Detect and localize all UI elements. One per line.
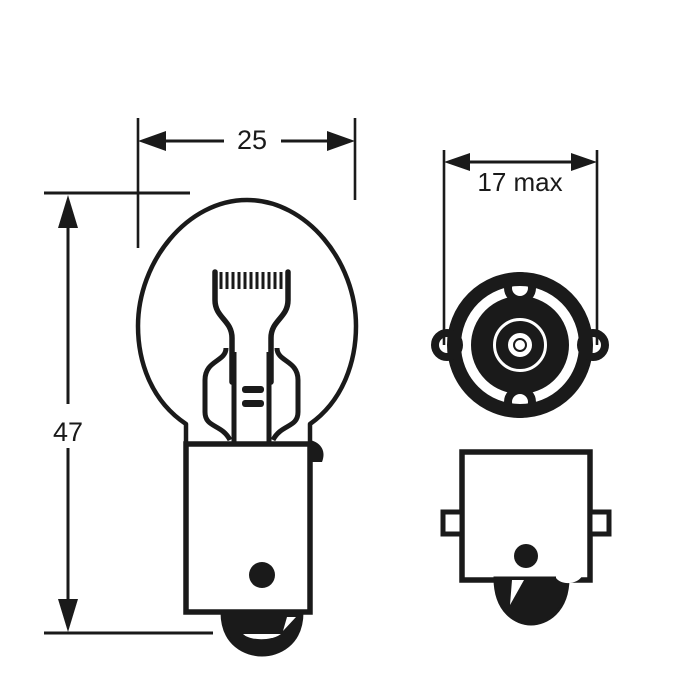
base-end-view: 17 max: [431, 150, 609, 418]
cap-center-hole: [513, 338, 527, 352]
glass-envelope: [135, 197, 359, 447]
cap-side-lug-right: [587, 509, 612, 537]
bayonet-cap-body: [183, 441, 313, 615]
cap-side-contact-notch: [556, 576, 582, 584]
filament-support-wire-left: [212, 269, 235, 385]
front-elevation-view: 25 47: [44, 118, 359, 657]
filament-support-wire-right: [268, 269, 291, 385]
cap-side-view: [440, 449, 612, 626]
dimension-label-height: 47: [53, 417, 83, 447]
filament-press-mark-upper: [242, 386, 264, 393]
dimension-cap-diameter-17max: 17 max: [444, 153, 597, 197]
arrowhead-height-top: [58, 195, 78, 228]
cap-center-contact-ring: [496, 321, 544, 369]
filament-stem-arms: [202, 347, 301, 381]
cap-insulator-ring: [471, 296, 569, 394]
arrowhead-cap-left: [444, 153, 470, 171]
cap-pin-dot: [249, 562, 275, 588]
base-contact-highlight-lower: [243, 634, 281, 640]
arrowhead-width-right: [327, 131, 355, 151]
cap-side-pin-right: [577, 329, 609, 361]
cap-side-contact-highlight: [510, 580, 524, 605]
filament-assembly: [202, 269, 301, 444]
filament-press-mark-lower: [242, 400, 264, 407]
base-solder-contact: [220, 610, 304, 657]
arrowhead-height-bottom: [58, 599, 78, 632]
arrowhead-cap-right: [571, 153, 597, 171]
filament-coil: [219, 272, 283, 289]
dimension-label-cap-diameter: 17 max: [477, 167, 562, 197]
cap-side-pin-left: [431, 329, 463, 361]
base-contact-highlight-upper: [283, 617, 296, 631]
cap-side-pin-dot: [514, 544, 538, 568]
dimension-height-47: 47: [53, 195, 83, 632]
cap-locating-pin-right: [310, 440, 324, 462]
filament-stem-lower: [202, 380, 301, 442]
filament-press: [231, 352, 272, 444]
cap-side-lug-left: [440, 509, 465, 537]
dimension-label-width: 25: [237, 125, 267, 155]
arrowhead-width-left: [138, 131, 166, 151]
dimension-width-25: 25: [138, 125, 355, 155]
